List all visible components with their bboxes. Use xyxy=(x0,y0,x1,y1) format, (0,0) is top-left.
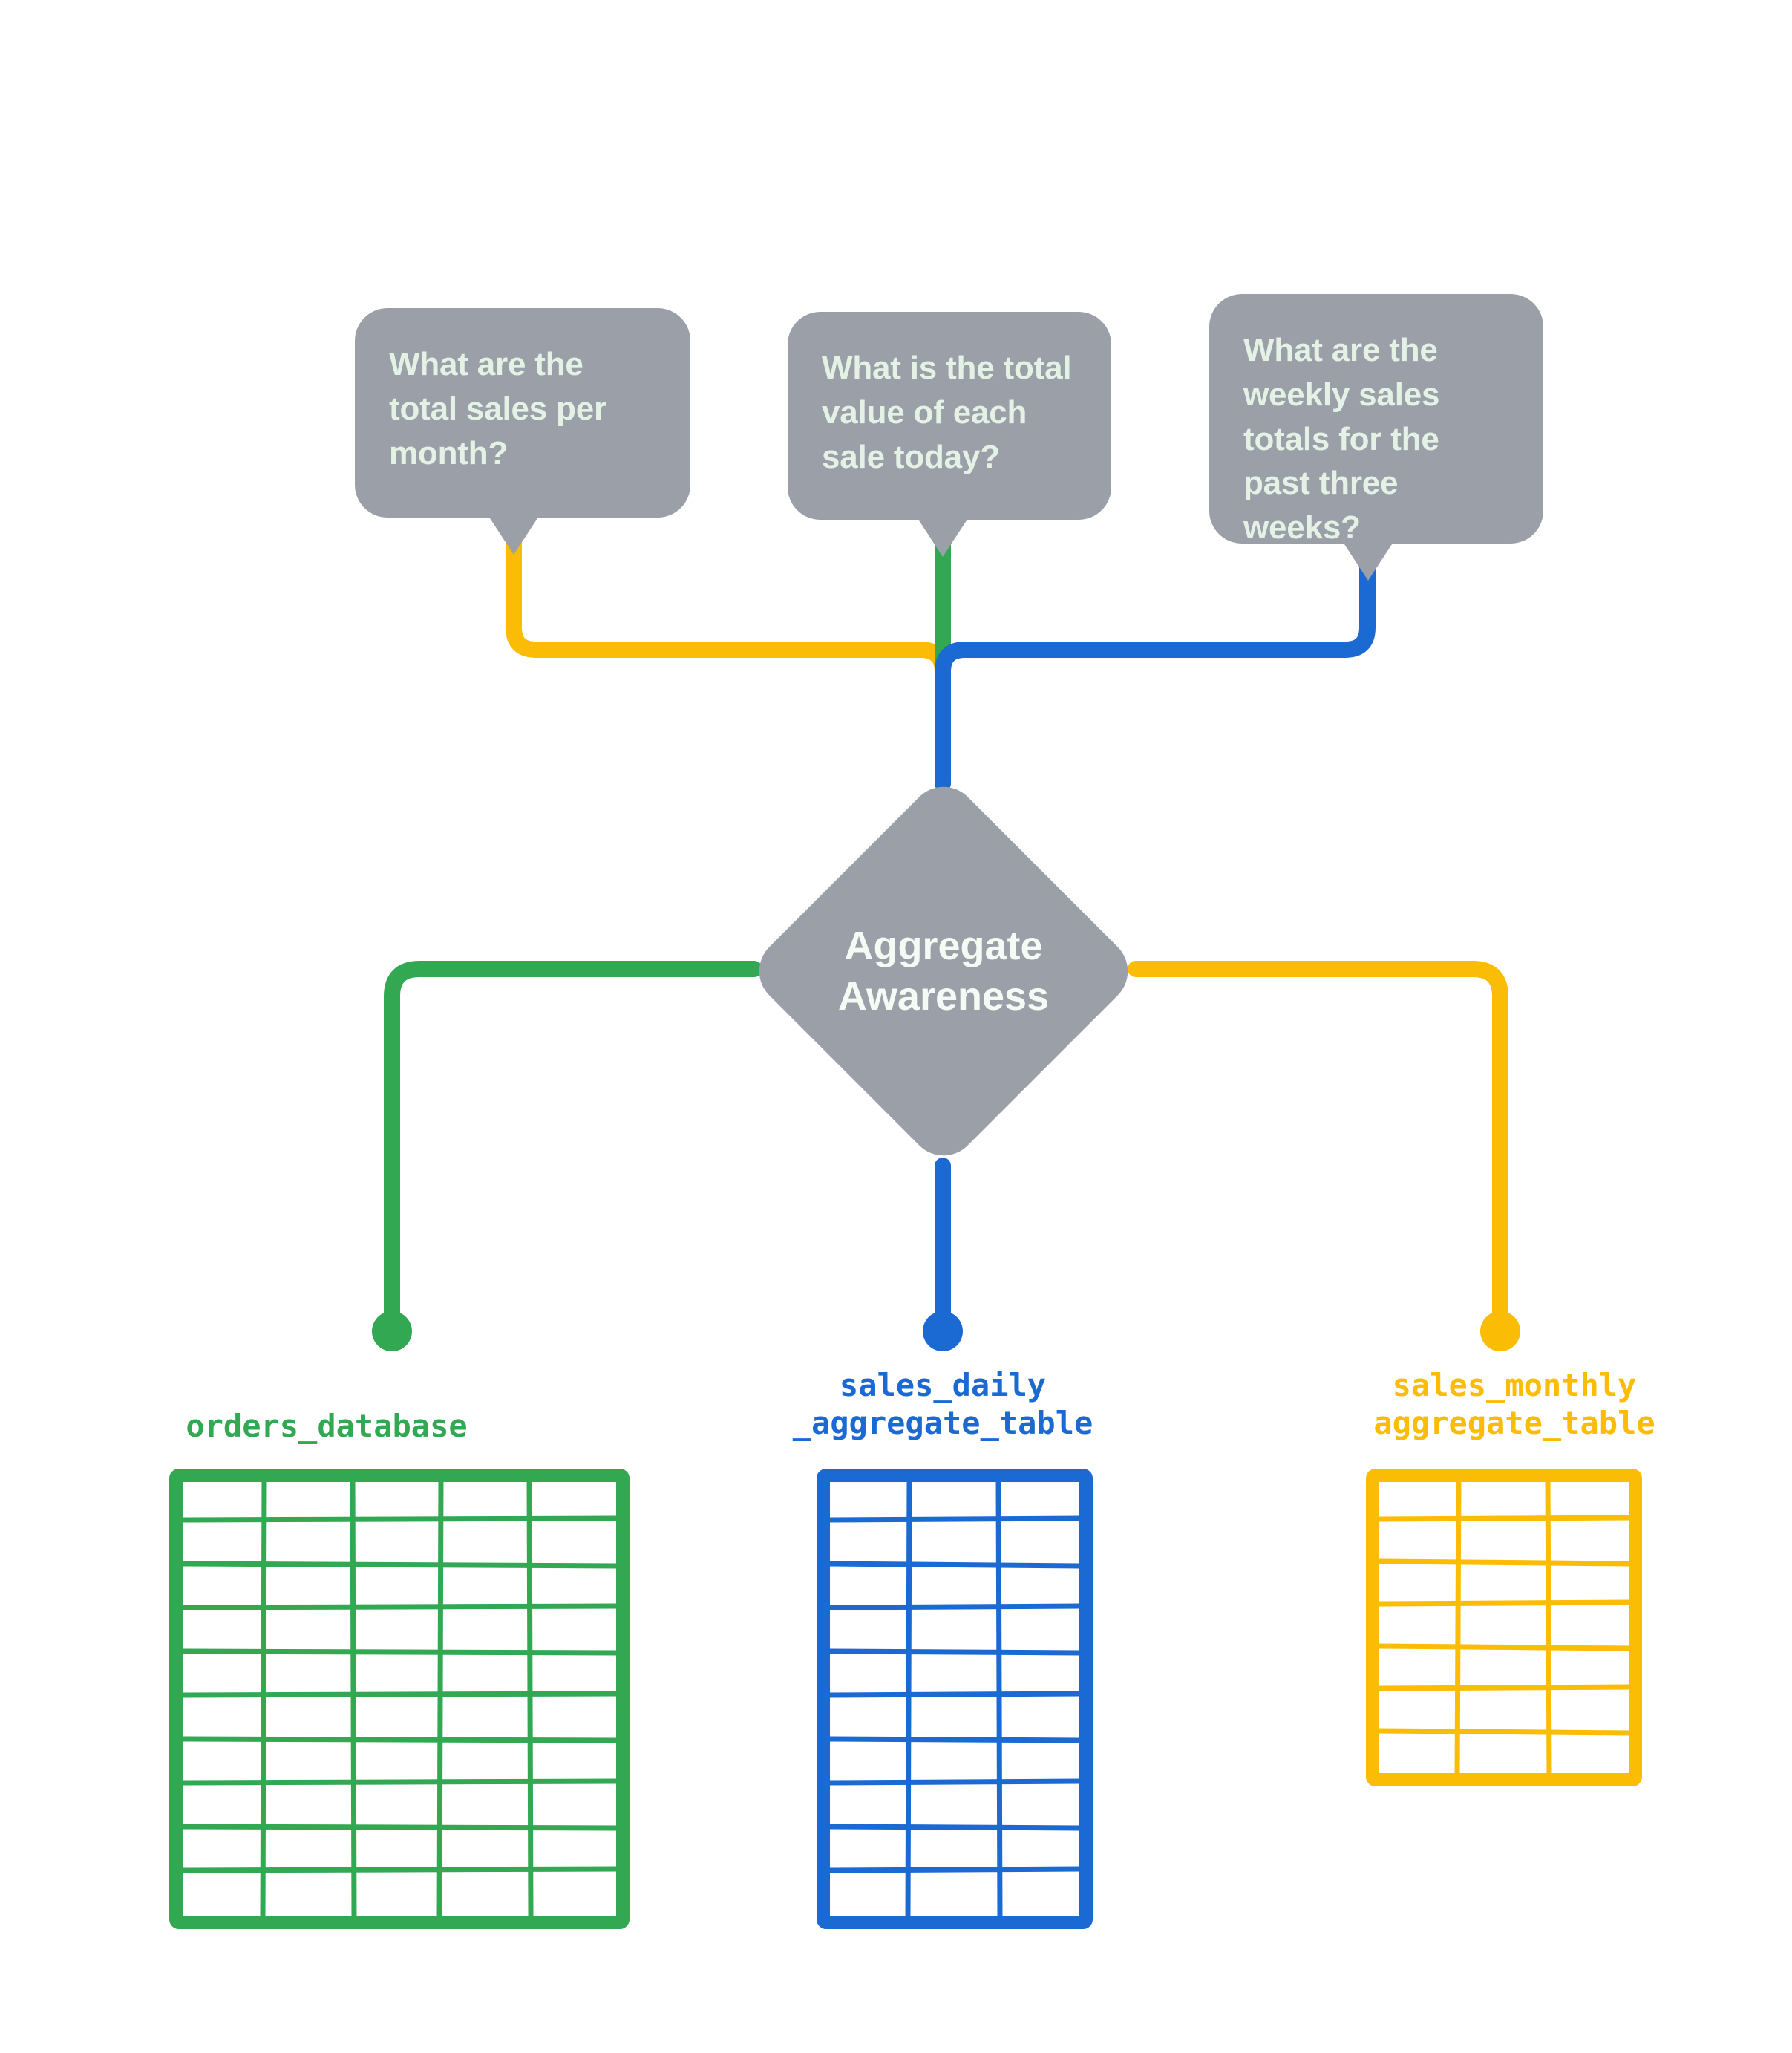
source-label-sales-daily: sales_daily _aggregate_table xyxy=(792,1367,1093,1442)
table-icon-sales-monthly-aggregate xyxy=(1366,1469,1642,1786)
source-label-sales-monthly: sales_monthly aggregate_table xyxy=(1373,1367,1655,1442)
endpoint-dot-orders xyxy=(372,1311,412,1351)
wire-source-monthly xyxy=(1128,961,1508,1322)
question-bubble-monthly: What are the total sales per month? xyxy=(355,308,690,555)
question-bubble-daily-text: What is the total value of each sale tod… xyxy=(822,350,1072,475)
question-bubble-weekly-text: What are the weekly sales totals for the… xyxy=(1243,332,1440,546)
question-bubble-daily: What is the total value of each sale tod… xyxy=(788,312,1111,557)
aggregate-awareness-label: Aggregate Awareness xyxy=(837,923,1050,1019)
question-bubble-monthly-text: What are the total sales per month? xyxy=(389,346,606,471)
wire-source-orders xyxy=(384,961,762,1322)
bubble-tail-icon xyxy=(488,516,539,555)
question-bubble-weekly: What are the weekly sales totals for the… xyxy=(1209,294,1543,581)
aggregate-awareness-node: Aggregate Awareness xyxy=(745,772,1142,1170)
endpoint-dot-monthly xyxy=(1480,1311,1520,1351)
endpoint-dot-daily xyxy=(923,1311,963,1351)
bubble-tail-icon xyxy=(1343,542,1393,581)
source-label-orders: orders_database xyxy=(186,1408,468,1444)
bubble-tail-icon xyxy=(918,518,968,557)
wire-question-weekly xyxy=(935,541,1376,792)
table-icon-sales-daily-aggregate xyxy=(817,1469,1093,1929)
table-icon-orders-database xyxy=(169,1469,630,1929)
wire-question-monthly xyxy=(506,515,951,792)
